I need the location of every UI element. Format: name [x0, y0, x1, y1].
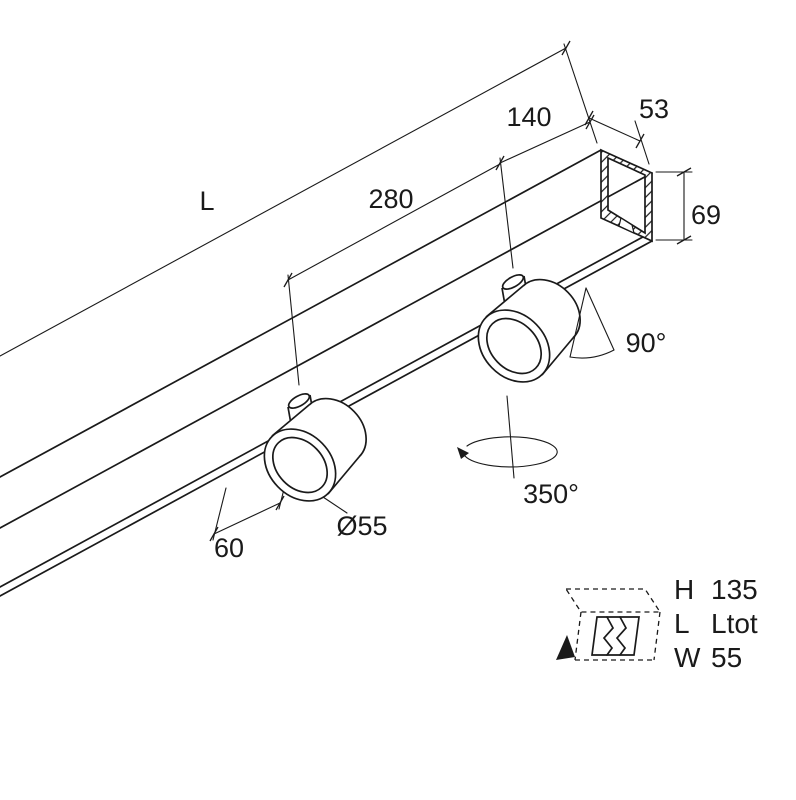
rotation-angle-indicator [457, 395, 558, 479]
dimension-140 [495, 114, 595, 171]
dim-280-label: 280 [368, 184, 413, 214]
diameter-leader-line [322, 496, 348, 514]
dim-60-label: 60 [214, 533, 244, 563]
dimension-L [0, 40, 571, 357]
track-end-cross-section [600, 148, 653, 243]
spotlight-2-axis-extension [287, 274, 300, 386]
spec-table: H 135 L Ltot W 55 [674, 574, 758, 673]
rotation-arrowhead-icon [457, 447, 469, 459]
dim-69-label: 69 [691, 200, 721, 230]
dim-140-label: 140 [506, 102, 551, 132]
spotlight-1 [463, 265, 594, 398]
spec-row-value: Ltot [711, 608, 758, 639]
dimension-280 [283, 163, 501, 288]
diameter-label: Ø55 [336, 511, 387, 541]
spec-row-key: H [674, 574, 694, 605]
tilt-angle-label: 90° [626, 328, 667, 358]
dimension-labels: 140 53 L 280 69 90° 350° Ø55 60 [199, 94, 721, 563]
rotation-angle-label: 350° [523, 479, 579, 509]
spotlight-2 [249, 384, 380, 517]
dimension-69 [655, 167, 693, 245]
insertion-arrow-icon [556, 635, 575, 660]
track-profile [0, 148, 653, 597]
spec-row-key: W [674, 642, 701, 673]
spec-row-value: 135 [711, 574, 758, 605]
dim-L-label: L [199, 186, 214, 216]
spec-row-value: 55 [711, 642, 742, 673]
dim-53-label: 53 [639, 94, 669, 124]
extension-line-track-end [563, 43, 598, 144]
dimension-53 [584, 110, 650, 165]
spotlight-1-axis-extension [499, 157, 514, 269]
recessed-mounting-icon [556, 588, 662, 661]
tilt-angle-indicator [569, 287, 615, 359]
spec-row-key: L [674, 608, 690, 639]
